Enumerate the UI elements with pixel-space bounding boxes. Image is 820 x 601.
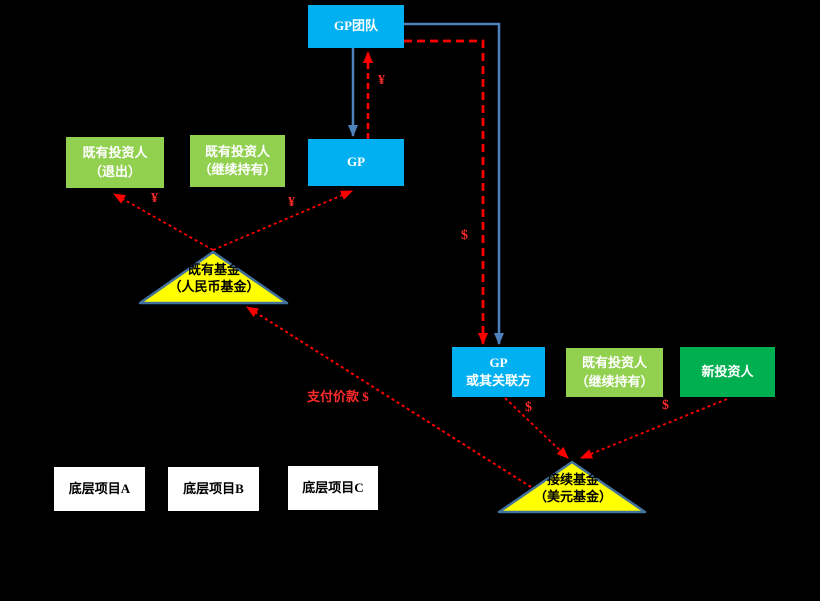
label-dollar-affiliate-to-fund: $ xyxy=(525,400,532,415)
continuation-fund-label: 接续基金 （美元基金） xyxy=(533,472,612,504)
label-pay-price: 支付价款 $ xyxy=(307,389,369,404)
node-project-b: 底层项目B xyxy=(166,465,261,513)
node-existing-investor-exit: 既有投资人 （退出） xyxy=(66,137,164,188)
label-yen-fund-to-exit: ¥ xyxy=(151,191,158,206)
continuation-fund-triangle xyxy=(497,460,647,514)
label-yen-gp-to-team: ¥ xyxy=(378,73,385,88)
node-gp: GP xyxy=(308,139,404,186)
node-new-investor: 新投资人 xyxy=(680,347,775,397)
node-existing-investor-hold-right: 既有投资人 （继续持有） xyxy=(566,348,663,397)
existing-fund-label: 既有基金 （人民币基金） xyxy=(168,262,260,294)
node-project-a: 底层项目A xyxy=(52,465,147,513)
edge-team-to-affiliate-blue xyxy=(404,22,504,345)
edge-fund-to-exit-investor-money xyxy=(113,193,214,251)
label-dollar-new-investor-to-fund: $ xyxy=(662,398,669,413)
edge-pay-price xyxy=(246,306,532,488)
node-gp-team: GP团队 xyxy=(308,5,404,48)
edge-team-to-affiliate-money xyxy=(404,39,488,345)
label-yen-fund-to-gp: ¥ xyxy=(288,195,295,210)
node-project-c: 底层项目C xyxy=(286,464,380,512)
node-existing-investor-hold-left: 既有投资人 （继续持有） xyxy=(190,135,285,187)
existing-fund-triangle xyxy=(138,250,289,305)
label-dollar-team-to-affiliate: $ xyxy=(461,228,468,243)
edge-affiliate-to-continuation-fund xyxy=(504,397,569,459)
edge-new-investor-to-continuation-fund xyxy=(580,398,728,459)
node-gp-or-affiliate: GP 或其关联方 xyxy=(452,347,545,397)
edge-fund-to-gp-money xyxy=(212,190,353,251)
